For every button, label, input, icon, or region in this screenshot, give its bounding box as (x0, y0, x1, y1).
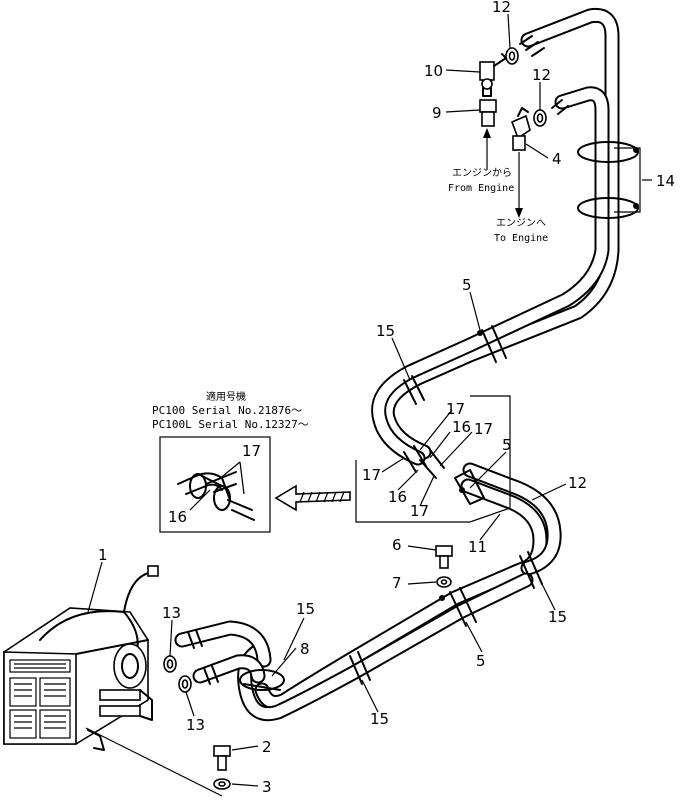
pipe-clamp-15-heater (239, 669, 285, 691)
callout-15-upper: 15 (376, 322, 395, 340)
pipe-clamp-5-junction (403, 445, 485, 505)
callout-17-b: 17 (474, 420, 493, 438)
callout-8: 8 (300, 640, 310, 658)
callout-4: 4 (552, 150, 562, 168)
pipe-clamp-5-mid (439, 587, 477, 627)
hose-nipple-9 (479, 99, 497, 127)
callout-16-b: 16 (388, 488, 407, 506)
heater-pipe-inner (371, 86, 610, 466)
callout-17-a: 17 (446, 400, 465, 418)
serial-pc100: PC100 Serial No.21876～ (152, 404, 302, 417)
callout-3: 3 (262, 778, 272, 796)
callout-15-mid: 15 (548, 608, 567, 626)
leader-lines (85, 13, 652, 797)
hose-end-top (519, 35, 569, 115)
callout-12-top: 12 (492, 0, 511, 16)
to-engine-en: To Engine (494, 233, 548, 244)
to-engine-arrow (515, 152, 523, 218)
callout-1: 1 (98, 546, 108, 564)
callout-14: 14 (656, 172, 675, 190)
callout-12-lower: 12 (568, 474, 587, 492)
hose-nipple-4 (510, 107, 531, 151)
pipe-clamp-15-upper (403, 375, 425, 405)
from-engine-arrow (483, 128, 491, 170)
callout-6: 6 (392, 536, 402, 554)
hollow-arrow-icon (274, 484, 351, 512)
serial-inset-box (159, 436, 271, 533)
callout-5-upper: 5 (462, 276, 472, 294)
callout-17-d: 17 (410, 502, 429, 520)
bolt-2 (213, 745, 231, 771)
junction-detail-outline (355, 395, 511, 523)
heater-pipe-lower (254, 478, 548, 710)
callout-17-inset: 17 (242, 442, 261, 460)
washer-13-upper (163, 655, 177, 673)
washer-12-b (533, 109, 547, 127)
heater-grille (9, 659, 71, 739)
callout-15-lower: 15 (370, 710, 389, 728)
callout-13-lower: 13 (186, 716, 205, 734)
pipe-clamp-15-lower (349, 651, 371, 685)
washer-3 (213, 778, 231, 790)
heater-unit-icon (3, 565, 159, 751)
callout-13-upper: 13 (162, 604, 181, 622)
washer-13-lower (178, 675, 192, 693)
heater-hose-lower (192, 654, 266, 685)
heater-pipe-upper (379, 7, 620, 460)
callout-5-mid: 5 (476, 652, 486, 670)
callout-11: 11 (468, 538, 487, 556)
callout-12-mid: 12 (532, 66, 551, 84)
callout-2: 2 (262, 738, 272, 756)
callout-5-junction: 5 (502, 436, 512, 454)
callout-7: 7 (392, 574, 402, 592)
callout-17-c: 17 (362, 466, 381, 484)
to-engine-jp: エンジンへ (496, 218, 546, 229)
serial-heading: 適用号機 (206, 390, 246, 403)
washer-12-a (505, 47, 519, 65)
callout-15-heater: 15 (296, 600, 315, 618)
bolt-6 (435, 545, 453, 569)
drain-cock-icon (479, 53, 511, 97)
from-engine-en: From Engine (448, 183, 514, 194)
pipe-clamp-15-mid (519, 551, 543, 589)
callout-10: 10 (424, 62, 443, 80)
callout-9: 9 (432, 104, 442, 122)
heater-hose-upper (174, 620, 272, 668)
serial-pc100l: PC100L Serial No.12327～ (152, 418, 309, 431)
washer-7 (436, 576, 452, 588)
callout-16-a: 16 (452, 418, 471, 436)
from-engine-jp: エンジンから (452, 167, 512, 179)
heater-pipe-lower-2 (462, 462, 562, 576)
pipe-clamp-5-upper (477, 325, 507, 363)
callout-16-inset: 16 (168, 508, 187, 526)
